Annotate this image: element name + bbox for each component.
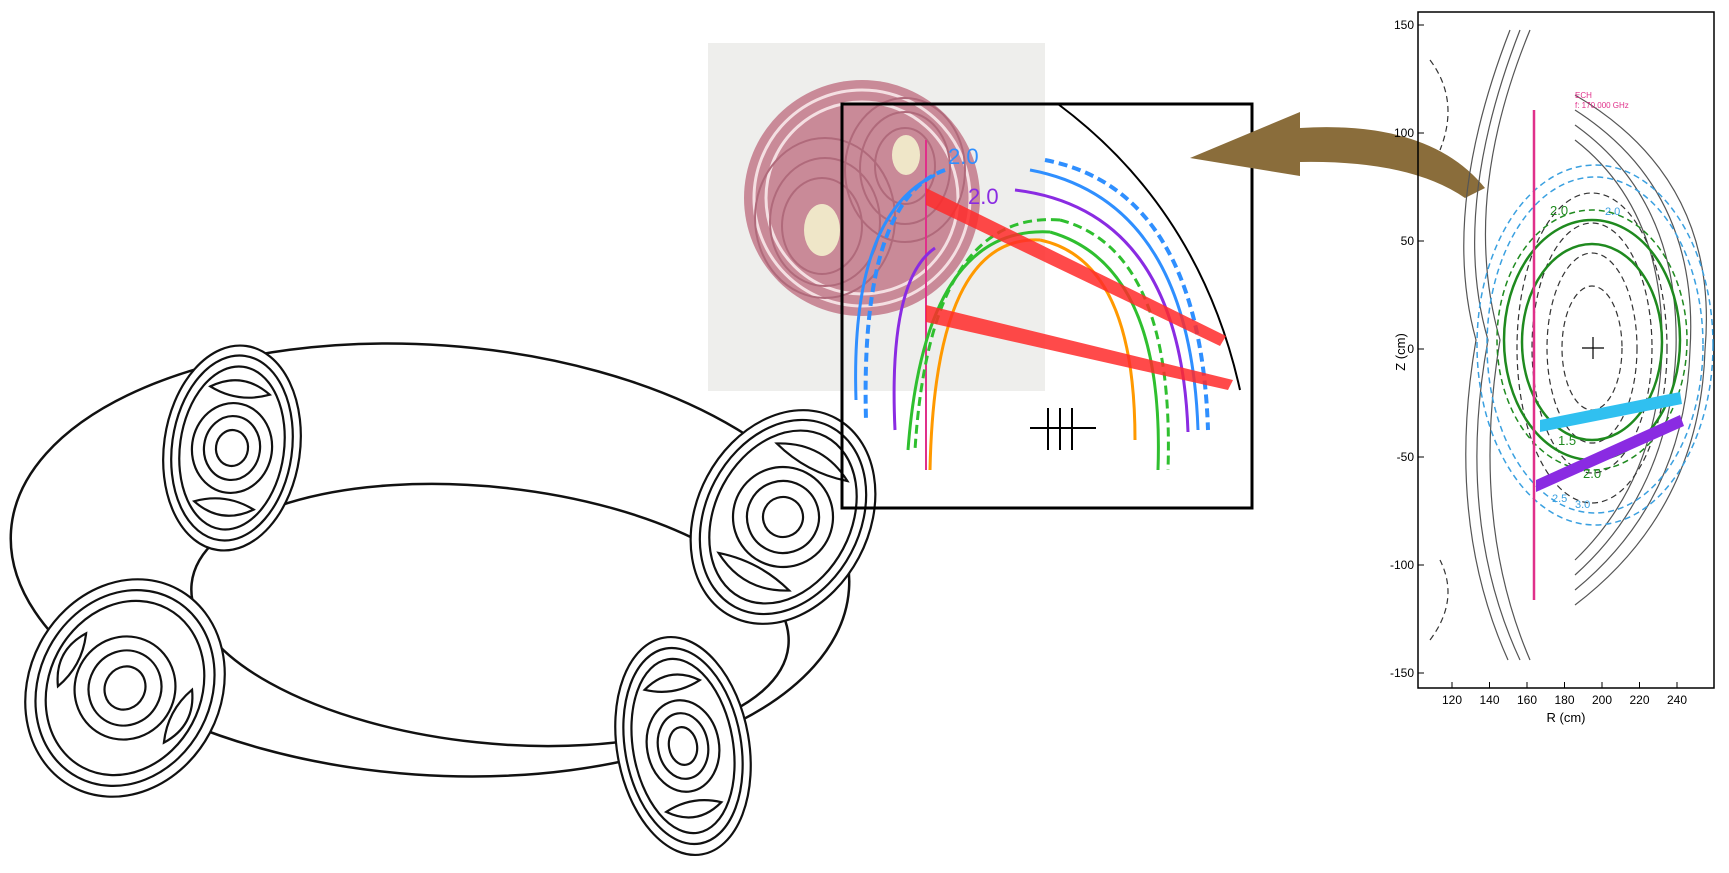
y-tick-label: -50 xyxy=(1397,450,1415,464)
zoom-label-purple: 2.0 xyxy=(968,184,999,209)
y-axis-label: Z (cm) xyxy=(1393,333,1408,371)
zoom-label-blue: 2.0 xyxy=(948,144,979,169)
y-tick-label: 50 xyxy=(1401,234,1415,248)
island-bottom-right xyxy=(599,626,767,866)
contour-label: 2.0 xyxy=(1583,466,1601,481)
x-tick-label: 240 xyxy=(1667,693,1687,707)
contour-label: 1.5 xyxy=(1558,433,1576,448)
island-top-left xyxy=(150,337,313,560)
island-right xyxy=(654,378,911,657)
plot-legend-line1: ECH xyxy=(1575,91,1592,100)
x-ticks: 120 140 160 180 200 220 240 xyxy=(1442,682,1687,707)
x-tick-label: 180 xyxy=(1554,693,1574,707)
y-tick-label: -150 xyxy=(1390,666,1414,680)
contour-label: 2.5 xyxy=(1552,493,1567,505)
island-bottom-left xyxy=(0,544,262,832)
x-tick-label: 220 xyxy=(1629,693,1649,707)
brown-arrow xyxy=(1190,112,1485,198)
x-tick-label: 120 xyxy=(1442,693,1462,707)
y-tick-label: -100 xyxy=(1390,558,1414,572)
x-tick-label: 140 xyxy=(1479,693,1499,707)
onion-photo xyxy=(708,43,1045,391)
y-tick-label: 100 xyxy=(1394,126,1414,140)
y-tick-label: 150 xyxy=(1394,18,1414,32)
x-axis-label: R (cm) xyxy=(1547,710,1586,725)
contour-label: 2.0 xyxy=(1550,203,1568,218)
y-tick-label: 0 xyxy=(1407,342,1414,356)
plot-legend-line2: f: 170.000 GHz xyxy=(1575,101,1629,110)
x-tick-label: 160 xyxy=(1517,693,1537,707)
cross-section-plot: ECH f: 170.000 GHz 2.0 2.0 1.5 2.0 2.5 3… xyxy=(1390,12,1714,725)
contour-label: 3.0 xyxy=(1575,499,1590,511)
contour-label: 2.0 xyxy=(1605,206,1620,218)
x-tick-label: 200 xyxy=(1592,693,1612,707)
